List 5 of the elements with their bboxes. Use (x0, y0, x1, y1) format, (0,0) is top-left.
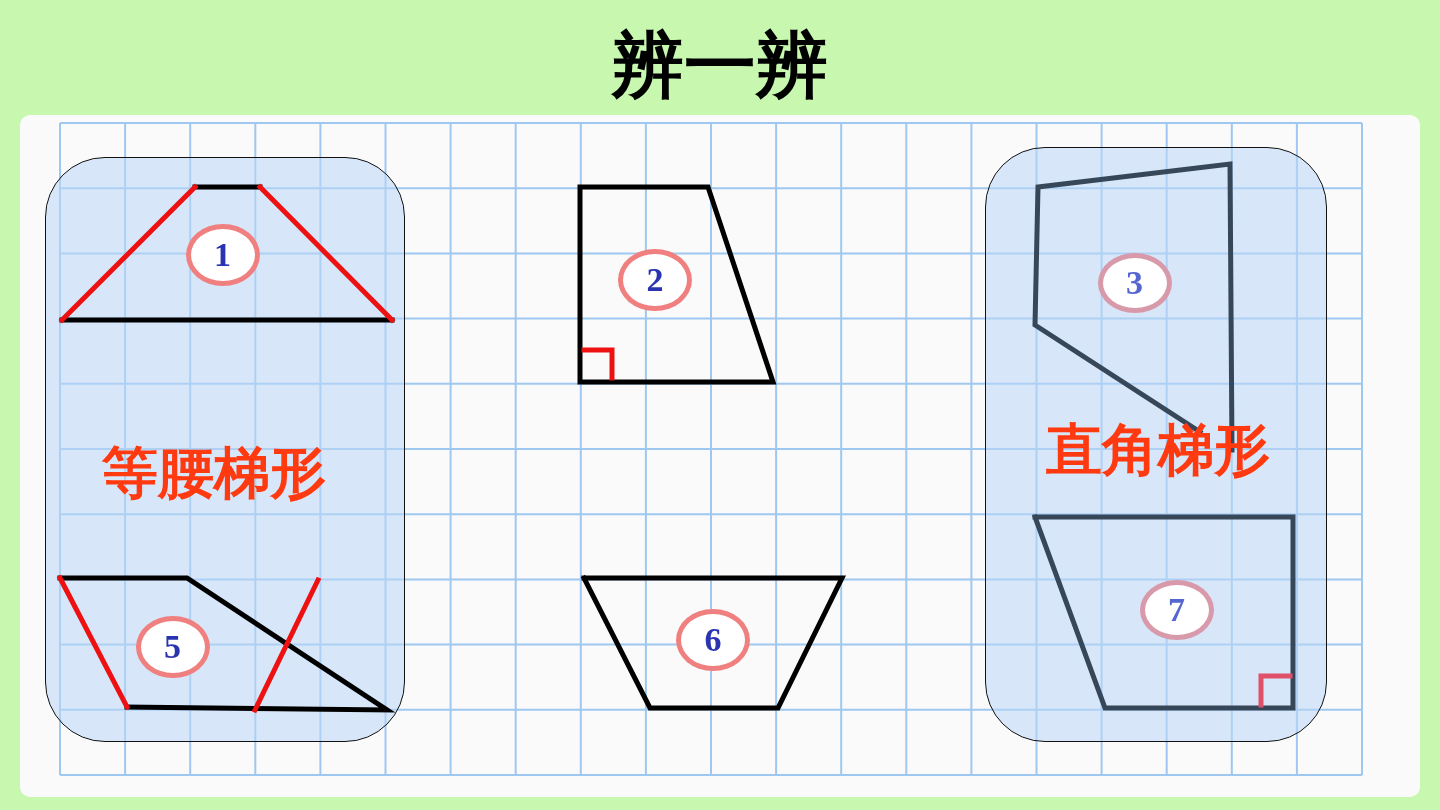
category-panel (45, 157, 405, 742)
category-panel (985, 147, 1327, 742)
panel-label: 等腰梯形 (102, 439, 326, 507)
panel-label: 直角梯形 (1046, 416, 1270, 484)
title: 辨一辨 (610, 22, 829, 109)
